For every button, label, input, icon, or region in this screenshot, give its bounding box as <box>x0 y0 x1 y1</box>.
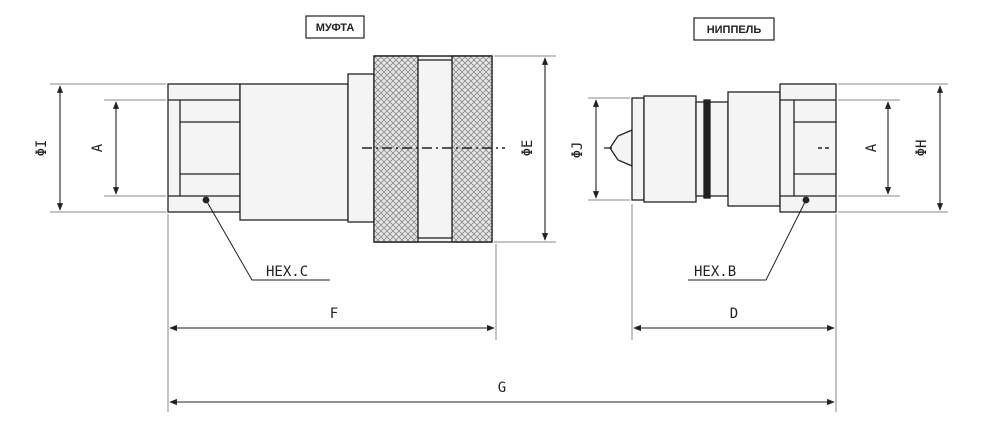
coupler-body <box>167 55 493 243</box>
extension-lines <box>50 55 948 412</box>
coupler-title: МУФТА <box>316 22 355 34</box>
dim-label-G: G <box>498 380 506 396</box>
dim-label-A-left: A <box>90 143 106 152</box>
coupler-title-box: МУФТА <box>305 15 365 39</box>
dim-label-H: ΦH <box>914 140 930 157</box>
hex-c-label: HEX.C <box>266 264 308 280</box>
nipple-title-box: НИППЕЛЬ <box>693 17 775 41</box>
hex-b-label: HEX.B <box>694 264 736 280</box>
dim-label-E: ΦE <box>520 140 536 157</box>
dim-label-J: ΦJ <box>570 142 586 159</box>
dim-label-A-right: A <box>864 143 880 152</box>
dim-label-F: F <box>330 306 338 322</box>
nipple-body <box>604 83 837 213</box>
dim-label-I: ΦI <box>34 140 50 157</box>
dimension-lines <box>56 57 944 406</box>
leader-lines <box>205 199 807 281</box>
nipple-title: НИППЕЛЬ <box>707 24 762 36</box>
dim-label-D: D <box>730 306 738 322</box>
